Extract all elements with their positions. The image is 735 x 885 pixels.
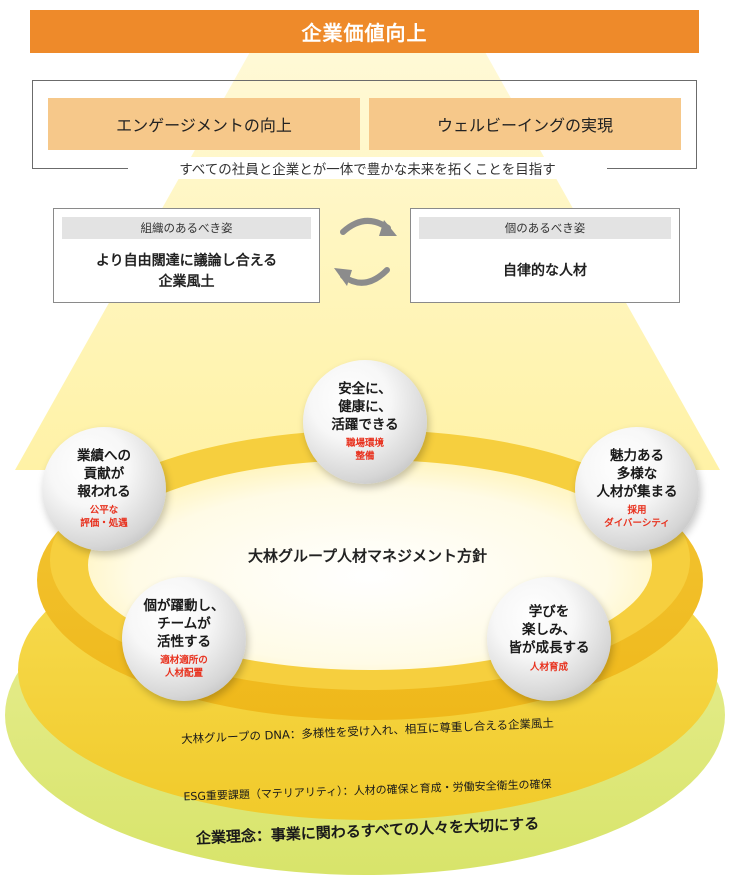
pillar-reward: 業績への 貢献が 報われる 公平な 評価・処遇 bbox=[42, 427, 166, 551]
ideal-individual-caption: 個のあるべき姿 bbox=[419, 217, 671, 239]
pillar-learn-main: 学びを 楽しみ、 皆が成長する bbox=[508, 604, 590, 656]
pillar-active-sub: 適材適所の 人材配置 bbox=[160, 655, 208, 679]
ideal-individual-box: 個のあるべき姿 自律的な人材 bbox=[410, 208, 680, 303]
pillar-safety-sub: 職場環境 整備 bbox=[345, 438, 384, 462]
policy-title: 大林グループ人材マネジメント方針 bbox=[247, 547, 488, 565]
pillar-attract: 魅力ある 多様な 人材が集まる 採用 ダイバーシティ bbox=[575, 427, 699, 551]
pillar-learn: 学びを 楽しみ、 皆が成長する 人材育成 bbox=[487, 577, 611, 701]
frame-gap bbox=[128, 157, 607, 179]
goals-tagline: すべての社員と企業とが一体で豊かな未来を拓くことを目指す bbox=[179, 162, 556, 178]
pillar-reward-sub: 公平な 評価・処遇 bbox=[80, 505, 128, 529]
pillar-learn-sub: 人材育成 bbox=[529, 661, 568, 673]
pillar-reward-main: 業績への 貢献が 報われる bbox=[77, 447, 131, 500]
pillar-active: 個が躍動し、 チームが 活性する 適材適所の 人材配置 bbox=[122, 577, 246, 701]
spotlight-beam bbox=[15, 52, 720, 470]
ideal-organization-caption: 組織のあるべき姿 bbox=[62, 217, 311, 239]
goal-wellbeing: ウェルビーイングの実現 bbox=[369, 98, 681, 150]
pillar-attract-sub: 採用 ダイバーシティ bbox=[604, 505, 670, 529]
ideal-organization-box: 組織のあるべき姿 より自由闊達に議論し合える 企業風土 bbox=[53, 208, 320, 303]
pillar-attract-main: 魅力ある 多様な 人材が集まる bbox=[596, 447, 678, 500]
header-title: 企業価値向上 bbox=[30, 10, 699, 53]
ideal-individual-text: 自律的な人材 bbox=[503, 263, 587, 280]
goal-engagement: エンゲージメントの向上 bbox=[48, 98, 360, 150]
pillar-safety: 安全に、 健康に、 活躍できる 職場環境 整備 bbox=[303, 360, 427, 484]
ideal-organization-text: より自由闊達に議論し合える 企業風土 bbox=[95, 253, 278, 290]
pillar-safety-main: 安全に、 健康に、 活躍できる bbox=[331, 380, 399, 433]
pillar-active-main: 個が躍動し、 チームが 活性する bbox=[143, 597, 225, 650]
